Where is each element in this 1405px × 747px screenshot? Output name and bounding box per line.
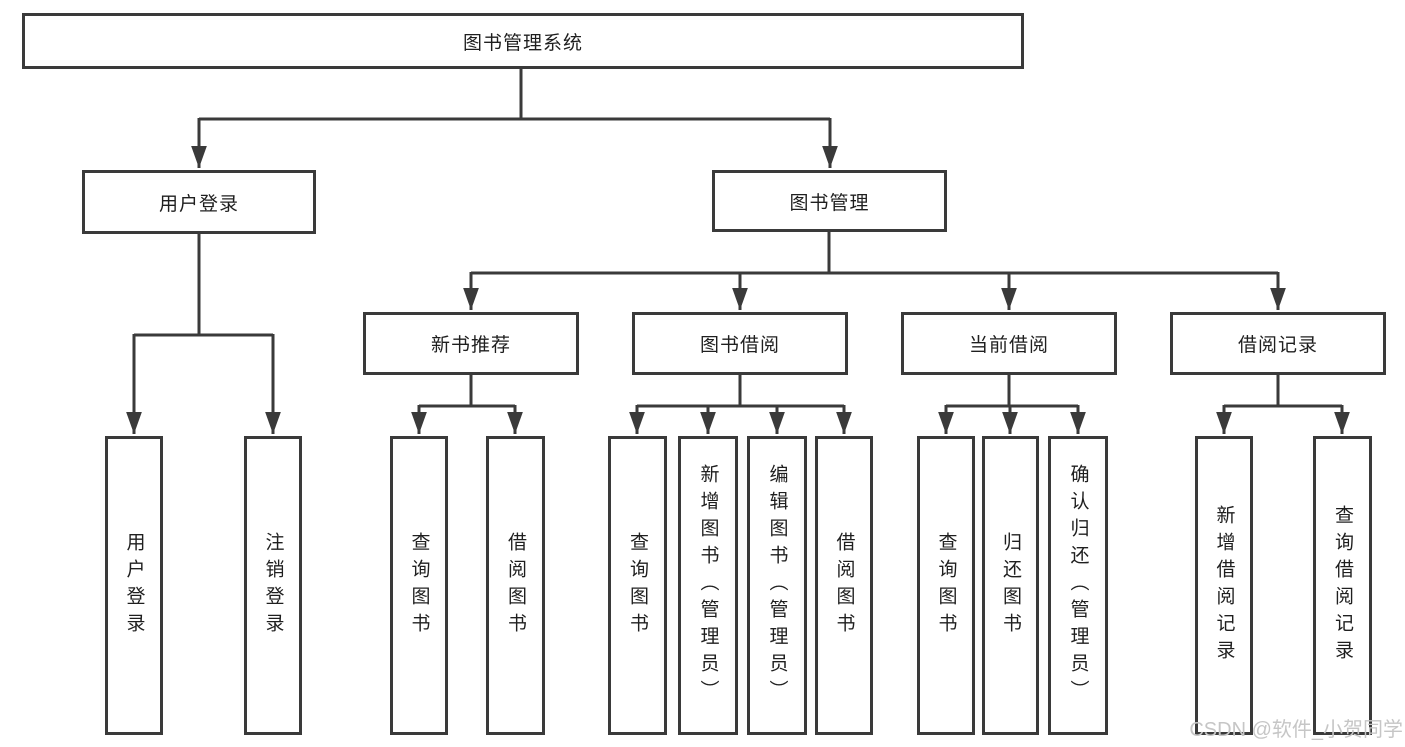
node-current-borrow: 当前借阅: [901, 312, 1117, 375]
leaf-br-add-record: 新增借阅记录: [1195, 436, 1253, 735]
leaf-bb-edit-books-admin: 编辑图书（管理员）: [747, 436, 807, 735]
node-new-book-rec: 新书推荐: [363, 312, 579, 375]
leaf-br-query-record-label: 查询借阅记录: [1332, 504, 1353, 667]
leaf-bb-query-books-label: 查询图书: [627, 531, 648, 640]
leaf-user-login: 用户登录: [105, 436, 163, 735]
leaf-cb-query-books: 查询图书: [917, 436, 975, 735]
leaf-bb-borrow-books-label: 借阅图书: [833, 531, 855, 640]
leaf-bb-query-books: 查询图书: [608, 436, 667, 735]
leaf-cb-query-books-label: 查询图书: [935, 531, 957, 640]
node-borrow-records: 借阅记录: [1170, 312, 1386, 375]
leaf-user-login-label: 用户登录: [123, 531, 145, 640]
node-root: 图书管理系统: [22, 13, 1024, 69]
leaf-nb-query-books-label: 查询图书: [408, 531, 430, 640]
node-book-mgmt-label: 图书管理: [789, 192, 870, 214]
leaf-br-add-record-label: 新增借阅记录: [1213, 504, 1235, 667]
leaf-cb-confirm-return-admin-label: 确认归还（管理员）: [1067, 464, 1089, 707]
leaf-bb-edit-books-admin-label: 编辑图书（管理员）: [766, 464, 788, 707]
leaf-cb-return-books: 归还图书: [982, 436, 1039, 735]
node-user-login-label: 用户登录: [158, 193, 239, 215]
node-book-mgmt: 图书管理: [712, 170, 947, 232]
leaf-nb-borrow-books: 借阅图书: [486, 436, 545, 735]
node-root-label: 图书管理系统: [462, 32, 583, 54]
csdn-watermark: CSDN @软件_小贺同学: [1189, 719, 1403, 741]
node-book-borrow-label: 图书借阅: [699, 335, 780, 356]
leaf-bb-add-books-admin-label: 新增图书（管理员）: [697, 464, 719, 707]
leaf-nb-borrow-books-label: 借阅图书: [505, 531, 526, 640]
node-borrow-records-label: 借阅记录: [1237, 335, 1318, 356]
node-new-book-rec-label: 新书推荐: [430, 335, 511, 356]
leaf-bb-borrow-books: 借阅图书: [815, 436, 873, 735]
node-book-borrow: 图书借阅: [632, 312, 848, 375]
leaf-cb-return-books-label: 归还图书: [1000, 531, 1021, 640]
leaf-nb-query-books: 查询图书: [390, 436, 448, 735]
leaf-logout-label: 注销登录: [262, 531, 284, 640]
leaf-cb-confirm-return-admin: 确认归还（管理员）: [1048, 436, 1108, 735]
leaf-br-query-record: 查询借阅记录: [1313, 436, 1372, 735]
leaf-logout: 注销登录: [244, 436, 302, 735]
node-current-borrow-label: 当前借阅: [968, 335, 1049, 356]
leaf-bb-add-books-admin: 新增图书（管理员）: [678, 436, 738, 735]
node-user-login: 用户登录: [82, 170, 316, 234]
